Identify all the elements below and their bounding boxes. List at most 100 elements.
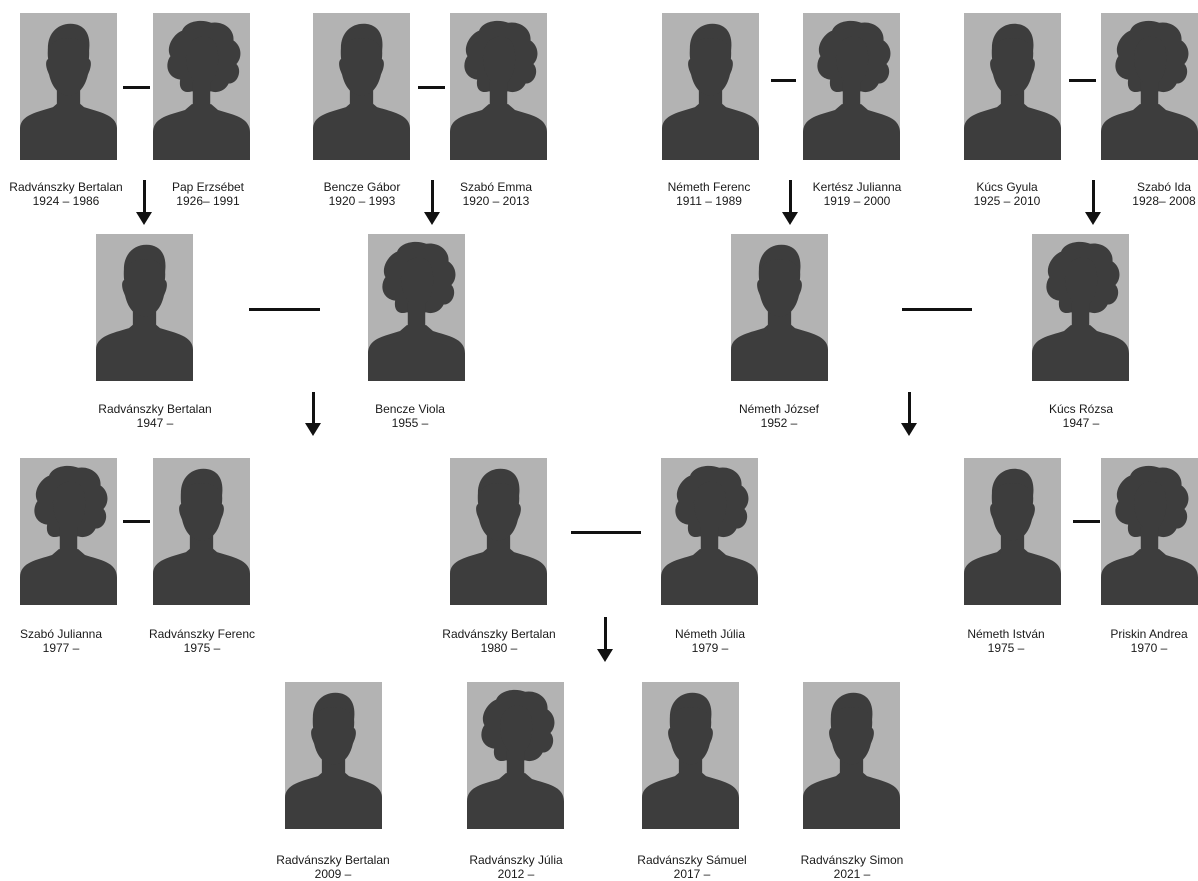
person-years: 1919 – 2000: [823, 194, 891, 208]
person-portrait: [153, 13, 250, 160]
person-name: Németh Júlia: [674, 627, 746, 641]
female-silhouette-icon: [1032, 241, 1129, 381]
couple-connector: [571, 531, 641, 534]
couple-connector: [1073, 520, 1100, 523]
male-silhouette-icon: [964, 23, 1061, 160]
female-silhouette-icon: [368, 241, 465, 381]
person-years: 1925 – 2010: [973, 194, 1041, 208]
person-portrait: [803, 13, 900, 160]
arrow-shaft: [789, 180, 792, 213]
person-name: Radvánszky Ferenc: [148, 627, 256, 641]
person-years: 1947 –: [1062, 416, 1100, 430]
person-name: Radvánszky Simon: [800, 853, 904, 867]
person-name: Priskin Andrea: [1110, 627, 1188, 641]
arrow-head-icon: [782, 212, 798, 225]
person-portrait: [467, 682, 564, 829]
person-years: 1926– 1991: [176, 194, 240, 208]
person-name: Bencze Gábor: [323, 180, 401, 194]
arrow-shaft: [1092, 180, 1095, 213]
male-silhouette-icon: [450, 468, 547, 605]
person-name: Kúcs Rózsa: [1048, 402, 1114, 416]
person-years: 1911 – 1989: [676, 194, 742, 208]
person-years: 1952 –: [760, 416, 798, 430]
person-portrait: [20, 458, 117, 605]
couple-connector: [902, 308, 972, 311]
person-portrait: [450, 458, 547, 605]
descent-arrow: [136, 180, 152, 225]
arrow-head-icon: [597, 649, 613, 662]
male-silhouette-icon: [662, 23, 759, 160]
person-portrait: [662, 13, 759, 160]
female-silhouette-icon: [1101, 20, 1198, 160]
person-name: Radvánszky Júlia: [469, 853, 563, 867]
male-silhouette-icon: [731, 244, 828, 381]
person-portrait: [313, 13, 410, 160]
female-silhouette-icon: [20, 465, 117, 605]
person-name: Németh István: [967, 627, 1045, 641]
person-years: 1975 –: [987, 641, 1025, 655]
descent-arrow: [782, 180, 798, 225]
person-name: Radvánszky Sámuel: [637, 853, 747, 867]
person-years: 1975 –: [183, 641, 221, 655]
arrow-shaft: [431, 180, 434, 213]
person-years: 1970 –: [1130, 641, 1168, 655]
male-silhouette-icon: [642, 692, 739, 829]
person-portrait: [20, 13, 117, 160]
arrow-head-icon: [136, 212, 152, 225]
person-name: Radvánszky Bertalan: [442, 627, 556, 641]
male-silhouette-icon: [20, 23, 117, 160]
arrow-shaft: [908, 392, 911, 424]
arrow-shaft: [604, 617, 607, 650]
male-silhouette-icon: [964, 468, 1061, 605]
person-name: Kúcs Gyula: [976, 180, 1038, 194]
person-name: Bencze Viola: [375, 402, 445, 416]
person-name: Radvánszky Bertalan: [276, 853, 390, 867]
male-silhouette-icon: [96, 244, 193, 381]
descent-arrow: [597, 617, 613, 662]
person-portrait: [368, 234, 465, 381]
person-years: 1977 –: [42, 641, 80, 655]
person-portrait: [1032, 234, 1129, 381]
person-portrait: [642, 682, 739, 829]
person-years: 1947 –: [136, 416, 174, 430]
arrow-shaft: [143, 180, 146, 213]
person-name: Kertész Julianna: [812, 180, 902, 194]
arrow-head-icon: [901, 423, 917, 436]
person-portrait: [731, 234, 828, 381]
person-years: 1924 – 1986: [32, 194, 100, 208]
person-name: Radvánszky Bertalan: [9, 180, 123, 194]
person-portrait: [285, 682, 382, 829]
person-years: 2021 –: [833, 867, 871, 881]
arrow-head-icon: [305, 423, 321, 436]
female-silhouette-icon: [153, 20, 250, 160]
female-silhouette-icon: [1101, 465, 1198, 605]
female-silhouette-icon: [467, 689, 564, 829]
male-silhouette-icon: [313, 23, 410, 160]
person-years: 2009 –: [314, 867, 352, 881]
arrow-shaft: [312, 392, 315, 424]
person-portrait: [803, 682, 900, 829]
person-name: Szabó Ida: [1136, 180, 1192, 194]
person-name: Szabó Julianna: [19, 627, 103, 641]
person-portrait: [153, 458, 250, 605]
person-name: Szabó Emma: [459, 180, 533, 194]
female-silhouette-icon: [450, 20, 547, 160]
person-portrait: [1101, 458, 1198, 605]
person-years: 1980 –: [480, 641, 518, 655]
person-years: 2012 –: [497, 867, 535, 881]
person-portrait: [96, 234, 193, 381]
person-portrait: [450, 13, 547, 160]
person-years: 2017 –: [673, 867, 711, 881]
male-silhouette-icon: [285, 692, 382, 829]
male-silhouette-icon: [803, 692, 900, 829]
